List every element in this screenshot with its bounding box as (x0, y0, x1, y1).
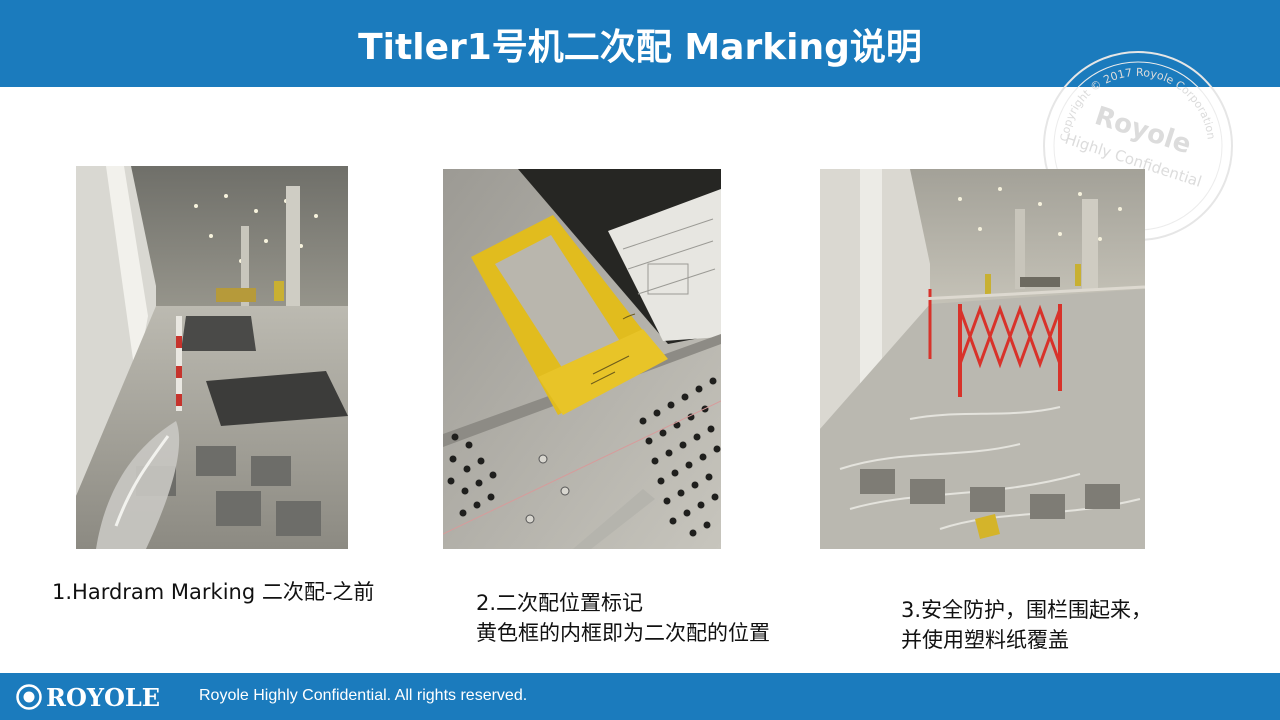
royole-logo: ROYOLE (16, 682, 161, 712)
caption-line: 1.Hardram Marking 二次配-之前 (52, 580, 375, 604)
caption-line: 并使用塑料纸覆盖 (901, 628, 1069, 652)
caption-step-3: 3.安全防护，围栏围起来， 并使用塑料纸覆盖 (901, 595, 1152, 655)
caption-line: 黄色框的内框即为二次配的位置 (476, 621, 770, 645)
slide-title: Titler1号机二次配 Marking说明 (358, 26, 922, 68)
caption-line: 3.安全防护，围栏围起来， (901, 598, 1153, 622)
title-bar: Titler1号机二次配 Marking说明 (0, 0, 1280, 87)
logo-text: ROYOLE (46, 682, 161, 712)
photo-marking-position (443, 169, 721, 549)
royole-logo-icon (16, 684, 42, 710)
photo-hardram-before (76, 166, 348, 549)
photo-safety-fence (820, 169, 1145, 549)
footer-bar: ROYOLE Royole Highly Confidential. All r… (0, 673, 1280, 720)
caption-step-1: 1.Hardram Marking 二次配-之前 (52, 577, 374, 607)
caption-step-2: 2.二次配位置标记 黄色框的内框即为二次配的位置 (476, 588, 770, 648)
footer-notice: Royole Highly Confidential. All rights r… (199, 687, 528, 704)
caption-line: 2.二次配位置标记 (476, 591, 644, 615)
